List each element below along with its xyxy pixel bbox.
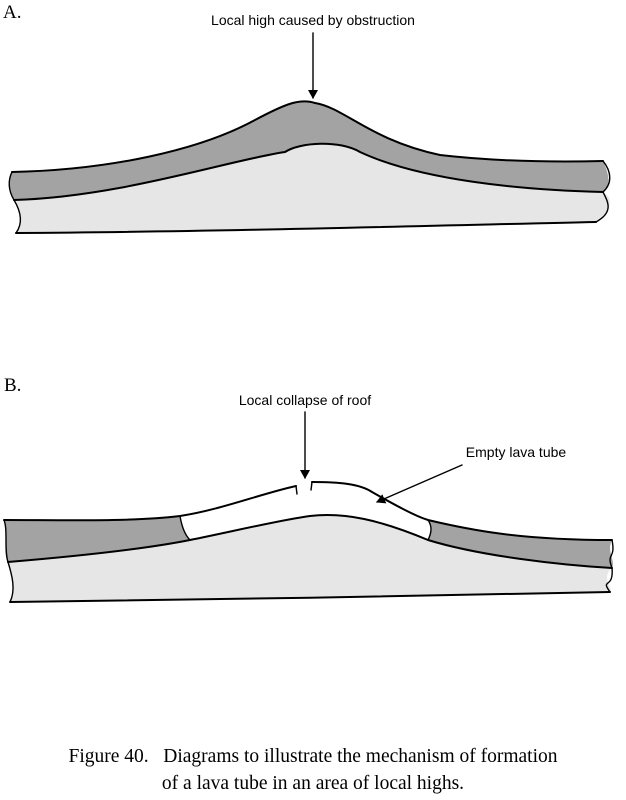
- panel-b-top-surface-left: [3, 485, 297, 522]
- panel-b-tube-floor: [7, 514, 613, 569]
- panel-a-upper-layer: [9, 101, 609, 200]
- panel-a: A. Local high caused by obstruction: [3, 2, 611, 234]
- panel-a-left-break: [8, 171, 22, 234]
- panel-b-top-surface-right: [311, 481, 613, 541]
- caption-line-2: of a lava tube in an area of local highs…: [162, 773, 464, 794]
- figure-caption: Figure 40. Diagrams to illustrate the me…: [68, 746, 557, 794]
- roof-crack-left: [295, 485, 298, 495]
- panel-a-right-break: [595, 160, 611, 223]
- panel-a-top-surface: [11, 100, 604, 173]
- tube-left-wall: [179, 515, 191, 541]
- panel-b-right-break: [605, 539, 614, 593]
- roof-crack-right: [310, 481, 313, 491]
- panel-b-collapse-annotation: Local collapse of roof: [239, 392, 371, 408]
- panel-b-upper-layer: [4, 516, 613, 568]
- panel-a-lower-layer: [14, 143, 610, 233]
- tube-right-wall: [427, 519, 432, 541]
- panel-a-annotation: Local high caused by obstruction: [211, 12, 415, 28]
- panel-a-middle-boundary: [13, 142, 604, 201]
- panel-b: B. Local collapse of roof Empty lava tub…: [3, 375, 614, 603]
- caption-line-1: Figure 40. Diagrams to illustrate the me…: [68, 746, 557, 767]
- panel-b-lower-layer: [8, 515, 612, 602]
- panel-b-label: B.: [4, 375, 21, 396]
- panel-a-label: A.: [3, 2, 21, 23]
- panel-a-base: [15, 221, 597, 234]
- panel-b-base: [9, 591, 611, 603]
- panel-b-left-break: [3, 519, 14, 603]
- empty-lava-tube: [180, 482, 431, 540]
- panel-b-tube-annotation: Empty lava tube: [466, 444, 567, 460]
- panel-b-tube-arrow: [376, 464, 463, 504]
